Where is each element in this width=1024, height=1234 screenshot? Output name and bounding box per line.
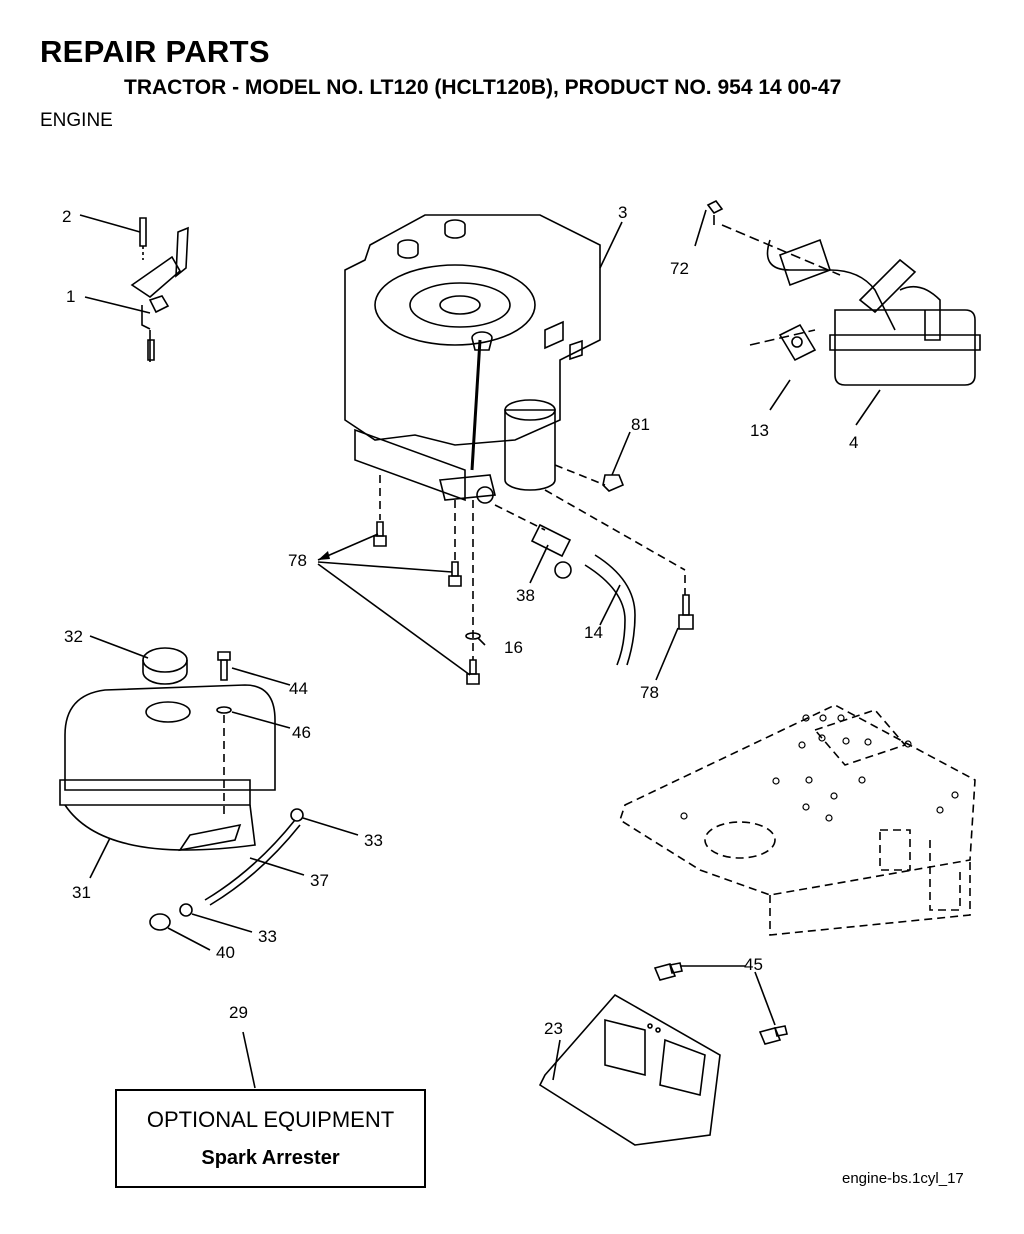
callout-33-bottom: 33 bbox=[258, 927, 277, 946]
callout-40: 40 bbox=[216, 943, 235, 962]
callout-33-top: 33 bbox=[364, 831, 383, 850]
page-title: REPAIR PARTS bbox=[40, 34, 270, 69]
callout-78-left: 78 bbox=[288, 551, 307, 570]
callout-14: 14 bbox=[584, 623, 603, 642]
callout-46: 46 bbox=[292, 723, 311, 742]
fuel-tank-drawing bbox=[59, 647, 304, 931]
callout-31: 31 bbox=[72, 883, 91, 902]
optional-equipment-title: OPTIONAL EQUIPMENT bbox=[146, 1107, 395, 1132]
callout-81: 81 bbox=[631, 415, 650, 434]
leader-arrowheads bbox=[318, 551, 330, 560]
callout-29: 29 bbox=[229, 1003, 248, 1022]
callout-72: 72 bbox=[670, 259, 689, 278]
callout-44: 44 bbox=[289, 679, 308, 698]
callout-37: 37 bbox=[310, 871, 329, 890]
callout-78-right: 78 bbox=[640, 683, 659, 702]
optional-equipment-box: OPTIONAL EQUIPMENT Spark Arrester bbox=[115, 1089, 426, 1188]
callout-32: 32 bbox=[64, 627, 83, 646]
engine-drawing bbox=[344, 214, 601, 504]
optional-equipment-item: Spark Arrester bbox=[201, 1147, 340, 1169]
callout-45: 45 bbox=[744, 955, 763, 974]
model-subtitle: TRACTOR - MODEL NO. LT120 (HCLT120B), PR… bbox=[124, 76, 842, 99]
throttle-bracket-drawing bbox=[130, 217, 189, 362]
frame-holes bbox=[680, 714, 959, 822]
callout-13: 13 bbox=[750, 421, 769, 440]
callout-1: 1 bbox=[66, 287, 75, 306]
frame-drawing bbox=[619, 704, 976, 936]
leader-lines bbox=[79, 209, 881, 1089]
muffler-drawing bbox=[706, 199, 981, 386]
callout-16: 16 bbox=[504, 638, 523, 657]
callout-38: 38 bbox=[516, 586, 535, 605]
heat-shield-drawing bbox=[538, 962, 788, 1146]
figure-reference: engine-bs.1cyl_17 bbox=[842, 1170, 964, 1187]
callout-23: 23 bbox=[544, 1019, 563, 1038]
callout-3: 3 bbox=[618, 203, 627, 222]
callout-labels: 2 1 3 72 13 4 81 78 38 16 14 78 32 44 46… bbox=[62, 203, 858, 1038]
section-label: ENGINE bbox=[40, 110, 113, 131]
callout-2: 2 bbox=[62, 207, 71, 226]
callout-4: 4 bbox=[849, 433, 858, 452]
